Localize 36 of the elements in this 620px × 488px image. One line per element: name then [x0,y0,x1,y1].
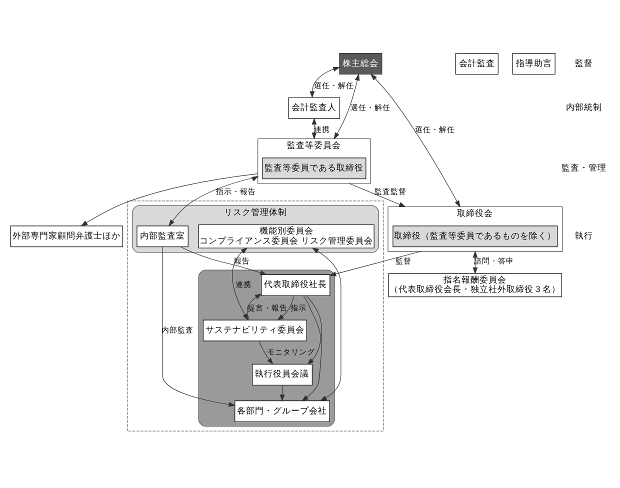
arrow [312,247,342,401]
arrow [80,172,258,226]
node-box: 監査等委員である取締役 [262,157,366,179]
node-box: 会計監査人 [288,96,340,118]
arrow [162,246,236,406]
arrow [258,340,274,364]
node-box: 会計監査 [455,52,498,74]
arrow [168,175,259,226]
arrow [310,66,340,98]
label: 監査・管理 [561,162,606,173]
label: 執行 [574,230,593,241]
node-box: 外部専門家顧問弁護士ほか [10,225,124,247]
arrow [232,246,248,320]
node-box: サステナビリティ委員会 [202,319,307,341]
arrow [303,294,321,364]
label: 内部統制 [566,102,602,112]
node-box: 代表取締役社長 [261,274,330,296]
arrow [370,73,460,207]
arrow [277,294,294,320]
node-box: 内部監査室 [136,225,188,247]
arrow [334,73,360,139]
arrow [280,384,285,402]
arrow [329,250,421,276]
node-box: 指名報酬委員会 （代表取締役会長・独立社外取締役３名） [388,272,562,297]
node-box: 取締役（監査等委員であるものを除く） [392,225,558,247]
node-box: 株主総会 [339,52,382,74]
arrow [348,182,406,207]
cluster [127,200,384,431]
node-box: 機能別委員会 コンプライアンス委員会 リスク管理委員会 [198,224,374,248]
node-box: 執行役員会議 [252,363,312,385]
node-box: 指導助言 [512,52,556,74]
arrow [180,246,268,275]
arrow [246,292,262,320]
arrow [301,294,322,401]
node-box: 各部門・グループ会社 [234,400,330,422]
label: 監督 [574,58,593,68]
